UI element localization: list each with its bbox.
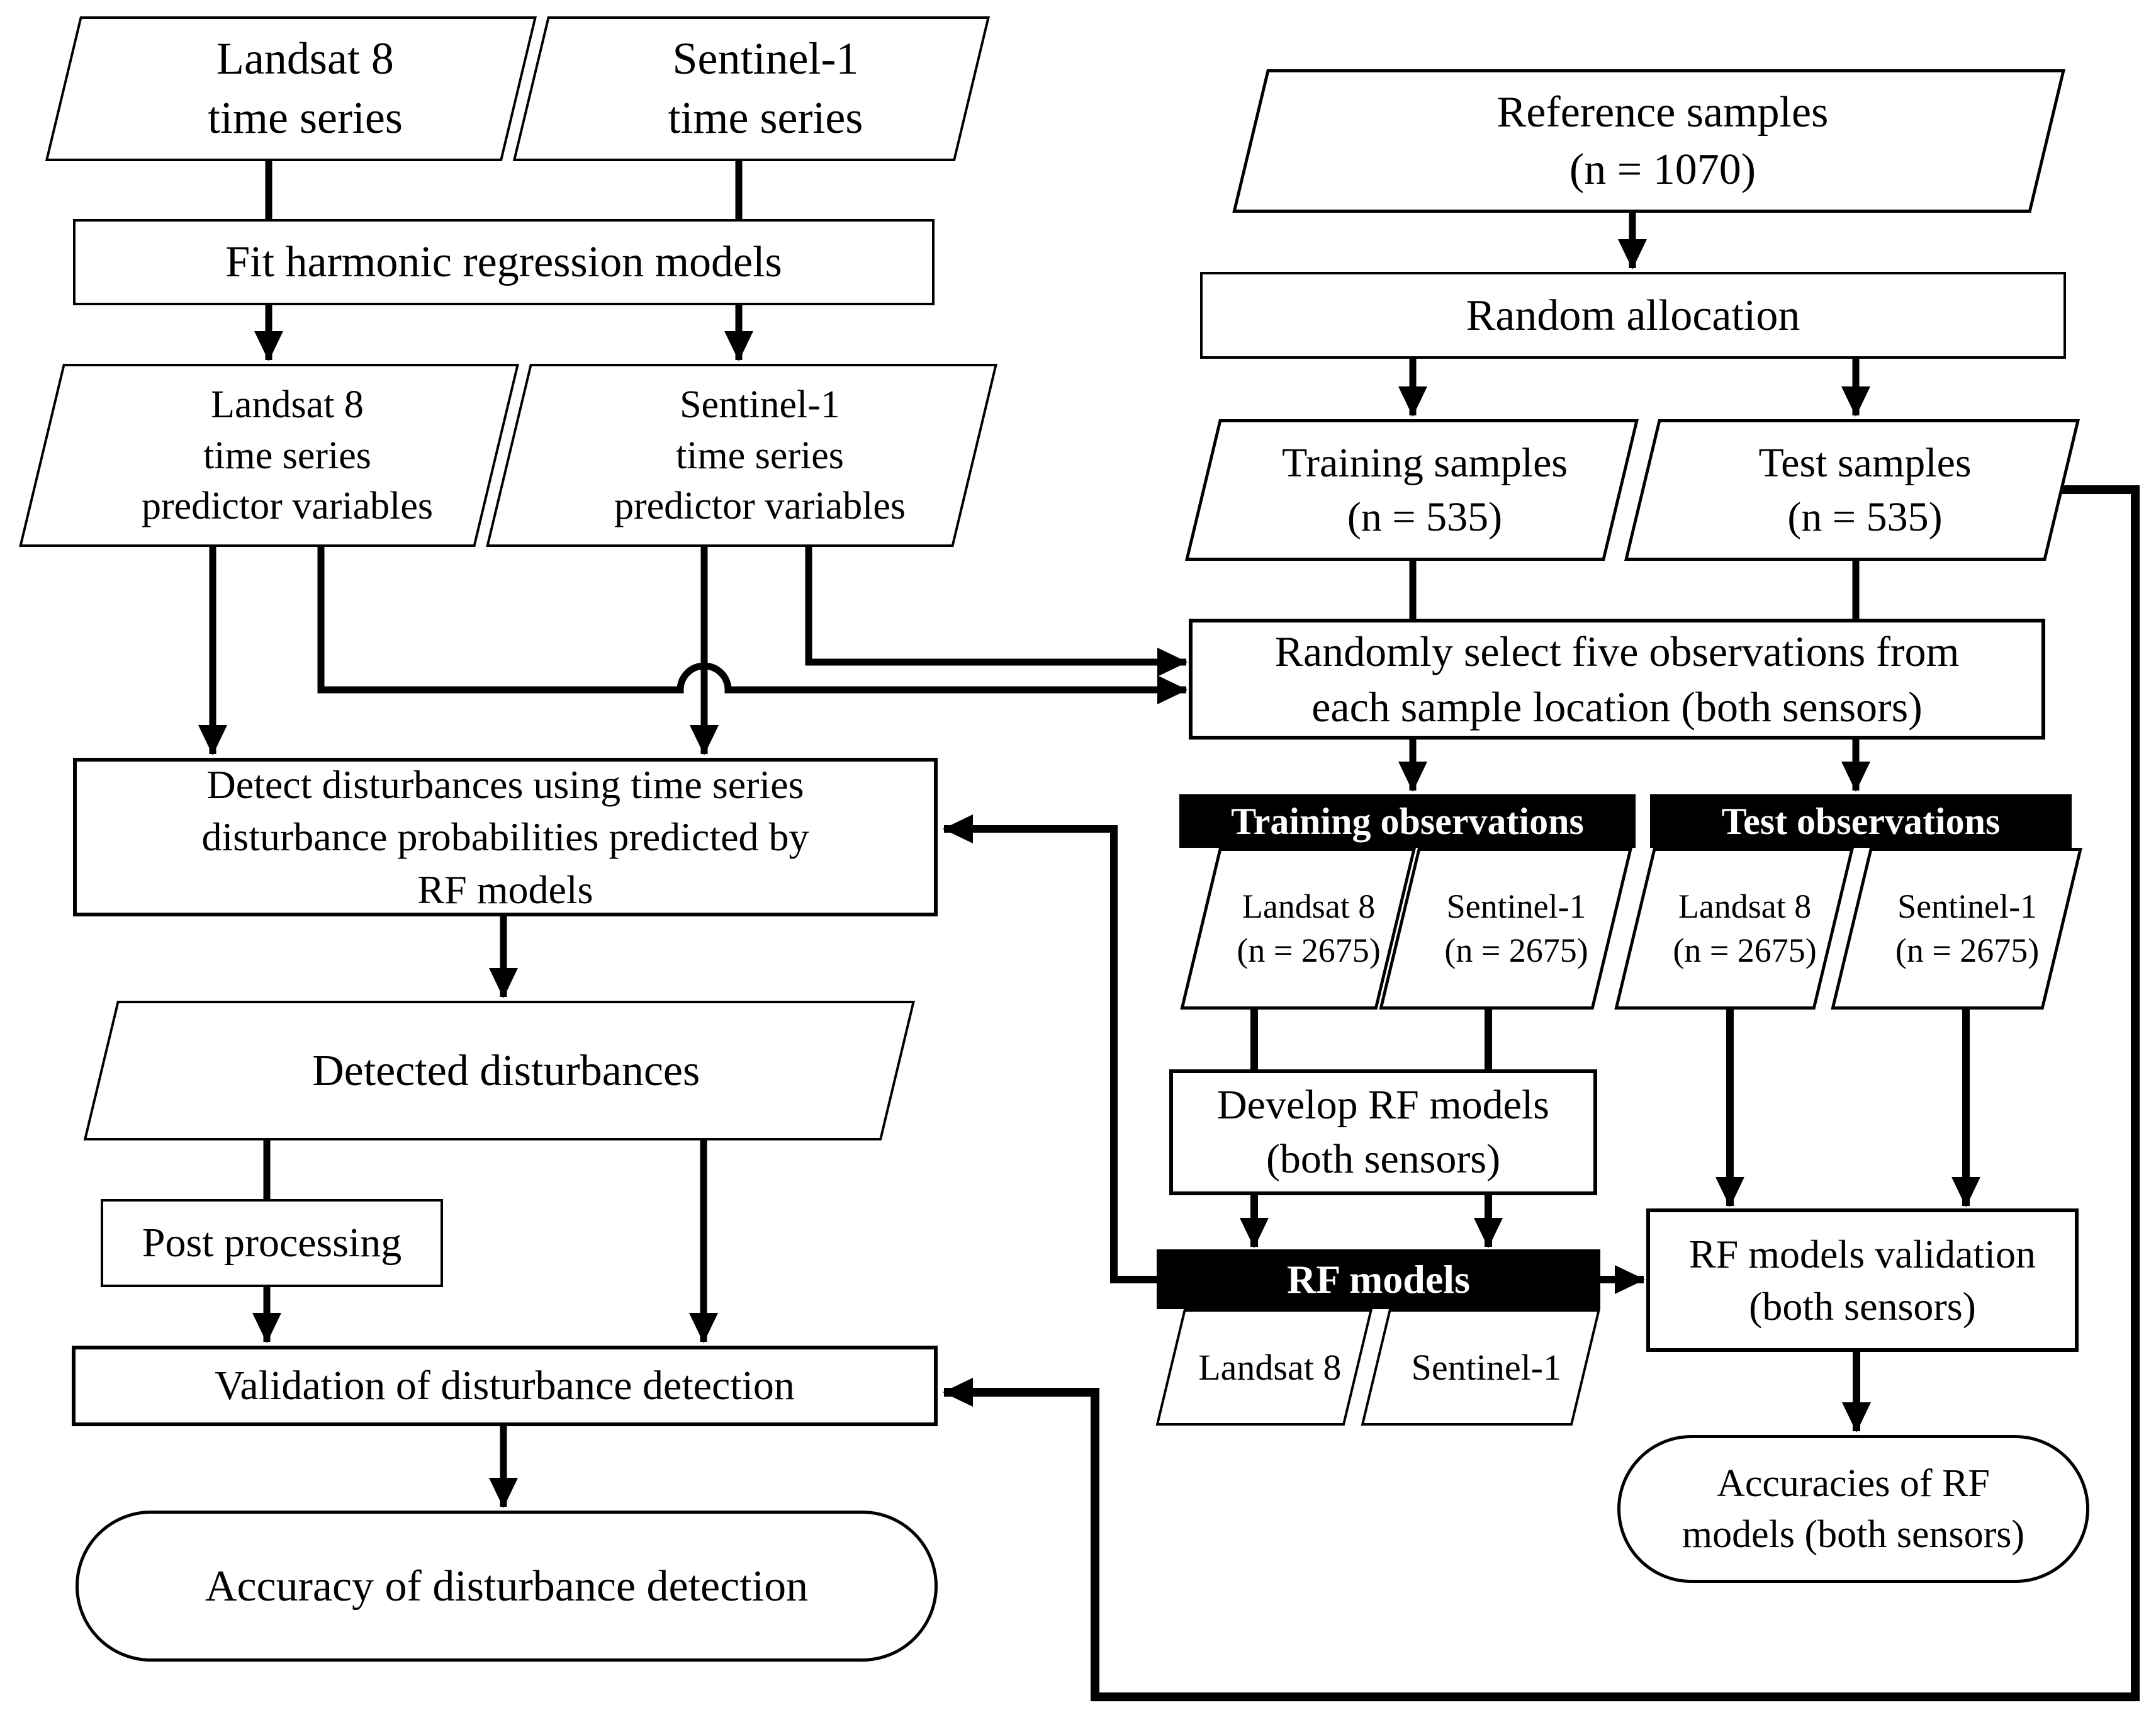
arrow-test-samples-to-validation-feedback bbox=[943, 485, 2140, 1701]
node-post-processing: Post processing bbox=[101, 1199, 443, 1287]
node-landsat8-time-series-label: Landsat 8 time series bbox=[207, 33, 403, 143]
node-validation-disturbance-detection: Validation of disturbance detection bbox=[72, 1346, 938, 1426]
node-sentinel1-time-series: Sentinel-1 time series bbox=[512, 16, 990, 161]
node-test-samples: Test samples (n = 535) bbox=[1624, 419, 2080, 561]
node-accuracy-disturbance-detection-label: Accuracy of disturbance detection bbox=[205, 1562, 809, 1611]
node-landsat8-time-series: Landsat 8 time series bbox=[45, 16, 537, 161]
node-test-landsat8-observations-label: Landsat 8 (n = 2675) bbox=[1673, 887, 1817, 970]
node-sentinel1-time-series-label: Sentinel-1 time series bbox=[668, 33, 863, 143]
node-test-landsat8-observations: Landsat 8 (n = 2675) bbox=[1614, 848, 1854, 1010]
arrow-rf-models-to-detect-feedback bbox=[943, 814, 1158, 1283]
node-training-observations-label: Training observations bbox=[1231, 800, 1584, 842]
node-training-samples: Training samples (n = 535) bbox=[1184, 419, 1639, 561]
node-post-processing-label: Post processing bbox=[142, 1220, 402, 1266]
node-detect-disturbances-label: Detect disturbances using time series di… bbox=[201, 762, 809, 912]
node-randomly-select-observations: Randomly select five observations from e… bbox=[1189, 619, 2045, 740]
node-training-landsat8-observations-label: Landsat 8 (n = 2675) bbox=[1237, 887, 1381, 970]
node-training-sentinel1-observations-label: Sentinel-1 (n = 2675) bbox=[1444, 887, 1588, 970]
node-fit-harmonic-regression: Fit harmonic regression models bbox=[73, 219, 935, 305]
node-rf-model-landsat8-label: Landsat 8 bbox=[1198, 1346, 1342, 1388]
node-reference-samples: Reference samples (n = 1070) bbox=[1232, 69, 2065, 213]
node-rf-model-sentinel1-label: Sentinel-1 bbox=[1411, 1346, 1562, 1388]
node-rf-models-header: RF models bbox=[1157, 1249, 1600, 1309]
node-test-observations-header: Test observations bbox=[1650, 794, 2072, 848]
node-training-sentinel1-observations: Sentinel-1 (n = 2675) bbox=[1379, 848, 1632, 1010]
node-fit-harmonic-regression-label: Fit harmonic regression models bbox=[225, 238, 782, 286]
node-validation-disturbance-detection-label: Validation of disturbance detection bbox=[215, 1363, 795, 1409]
node-test-sentinel1-observations: Sentinel-1 (n = 2675) bbox=[1831, 848, 2082, 1010]
node-rf-models-label: RF models bbox=[1287, 1256, 1470, 1302]
node-test-observations-label: Test observations bbox=[1721, 800, 2001, 842]
arrow-l8pred-to-randomly-select-with-hop bbox=[317, 546, 1187, 704]
node-detected-disturbances: Detected disturbances bbox=[83, 1001, 915, 1140]
node-sentinel1-predictor-variables: Sentinel-1 time series predictor variabl… bbox=[486, 364, 997, 547]
node-sentinel1-predictor-variables-label: Sentinel-1 time series predictor variabl… bbox=[614, 383, 906, 527]
node-rf-models-validation-label: RF models validation (both sensors) bbox=[1688, 1231, 2036, 1329]
node-training-landsat8-observations: Landsat 8 (n = 2675) bbox=[1180, 848, 1416, 1010]
node-rf-model-sentinel1: Sentinel-1 bbox=[1361, 1309, 1600, 1426]
node-random-allocation: Random allocation bbox=[1200, 272, 2066, 359]
arrow-s1pred-to-randomly-select bbox=[805, 546, 1187, 677]
node-test-sentinel1-observations-label: Sentinel-1 (n = 2675) bbox=[1895, 887, 2040, 970]
node-reference-samples-label: Reference samples (n = 1070) bbox=[1496, 88, 1829, 194]
node-training-samples-label: Training samples (n = 535) bbox=[1282, 439, 1568, 540]
node-accuracies-rf-models-label: Accuracies of RF models (both sensors) bbox=[1682, 1461, 2025, 1556]
node-random-allocation-label: Random allocation bbox=[1466, 291, 1800, 340]
node-landsat8-predictor-variables: Landsat 8 time series predictor variable… bbox=[19, 364, 519, 547]
node-training-observations-header: Training observations bbox=[1179, 794, 1636, 848]
node-rf-models-validation: RF models validation (both sensors) bbox=[1646, 1208, 2079, 1352]
node-test-samples-label: Test samples (n = 535) bbox=[1758, 439, 1972, 540]
node-landsat8-predictor-variables-label: Landsat 8 time series predictor variable… bbox=[142, 383, 434, 527]
node-rf-model-landsat8: Landsat 8 bbox=[1155, 1309, 1373, 1426]
node-accuracy-disturbance-detection: Accuracy of disturbance detection bbox=[76, 1511, 938, 1662]
node-randomly-select-observations-label: Randomly select five observations from e… bbox=[1274, 627, 1960, 731]
node-develop-rf-models-label: Develop RF models (both sensors) bbox=[1217, 1082, 1549, 1182]
node-develop-rf-models: Develop RF models (both sensors) bbox=[1169, 1069, 1597, 1195]
node-accuracies-rf-models: Accuracies of RF models (both sensors) bbox=[1617, 1435, 2089, 1583]
node-detected-disturbances-label: Detected disturbances bbox=[312, 1046, 700, 1095]
node-detect-disturbances: Detect disturbances using time series di… bbox=[73, 758, 938, 916]
